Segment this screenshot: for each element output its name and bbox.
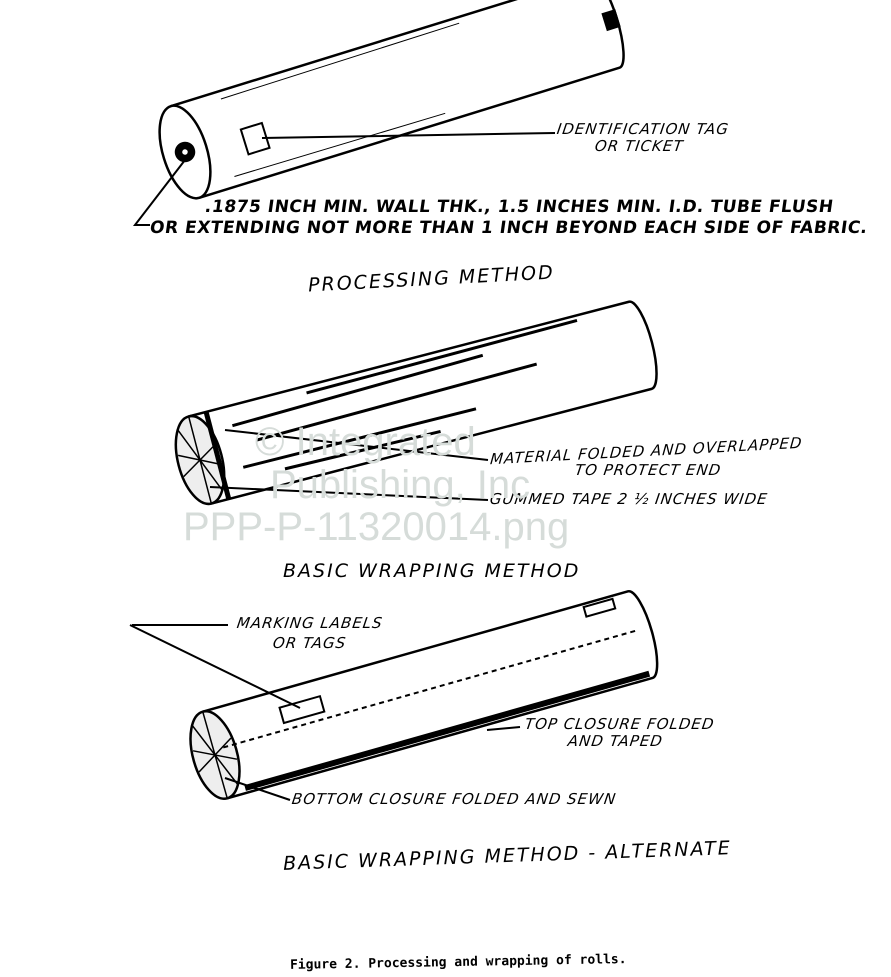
top-closure-line-2: AND TAPED xyxy=(566,732,665,750)
roll-alternate-wrap xyxy=(189,590,659,800)
marking-label-line-1: MARKING LABELS xyxy=(235,614,385,632)
basic-wrapping-title: BASIC WRAPPING METHOD xyxy=(283,560,581,582)
bottom-closure-label: BOTTOM CLOSURE FOLDED AND SEWN xyxy=(290,790,618,808)
tag-label-line-1: IDENTIFICATION TAG xyxy=(555,120,731,138)
tube-note-line-2: OR EXTENDING NOT MORE THAN 1 INCH BEYOND… xyxy=(148,218,869,238)
roll-basic-wrap xyxy=(174,300,658,506)
tube-note-line-1: .1875 INCH MIN. WALL THK., 1.5 INCHES MI… xyxy=(203,197,835,217)
tape-label: GUMMED TAPE 2 ½ INCHES WIDE xyxy=(488,490,769,508)
roll-processing xyxy=(158,0,625,200)
material-label-line-2: TO PROTECT END xyxy=(573,461,723,479)
tag-label-line-2: OR TICKET xyxy=(593,137,685,155)
marking-label xyxy=(278,694,326,725)
identification-tag xyxy=(239,121,271,156)
marking-label-line-2: OR TAGS xyxy=(271,634,348,652)
top-closure-line-1: TOP CLOSURE FOLDED xyxy=(523,715,716,733)
